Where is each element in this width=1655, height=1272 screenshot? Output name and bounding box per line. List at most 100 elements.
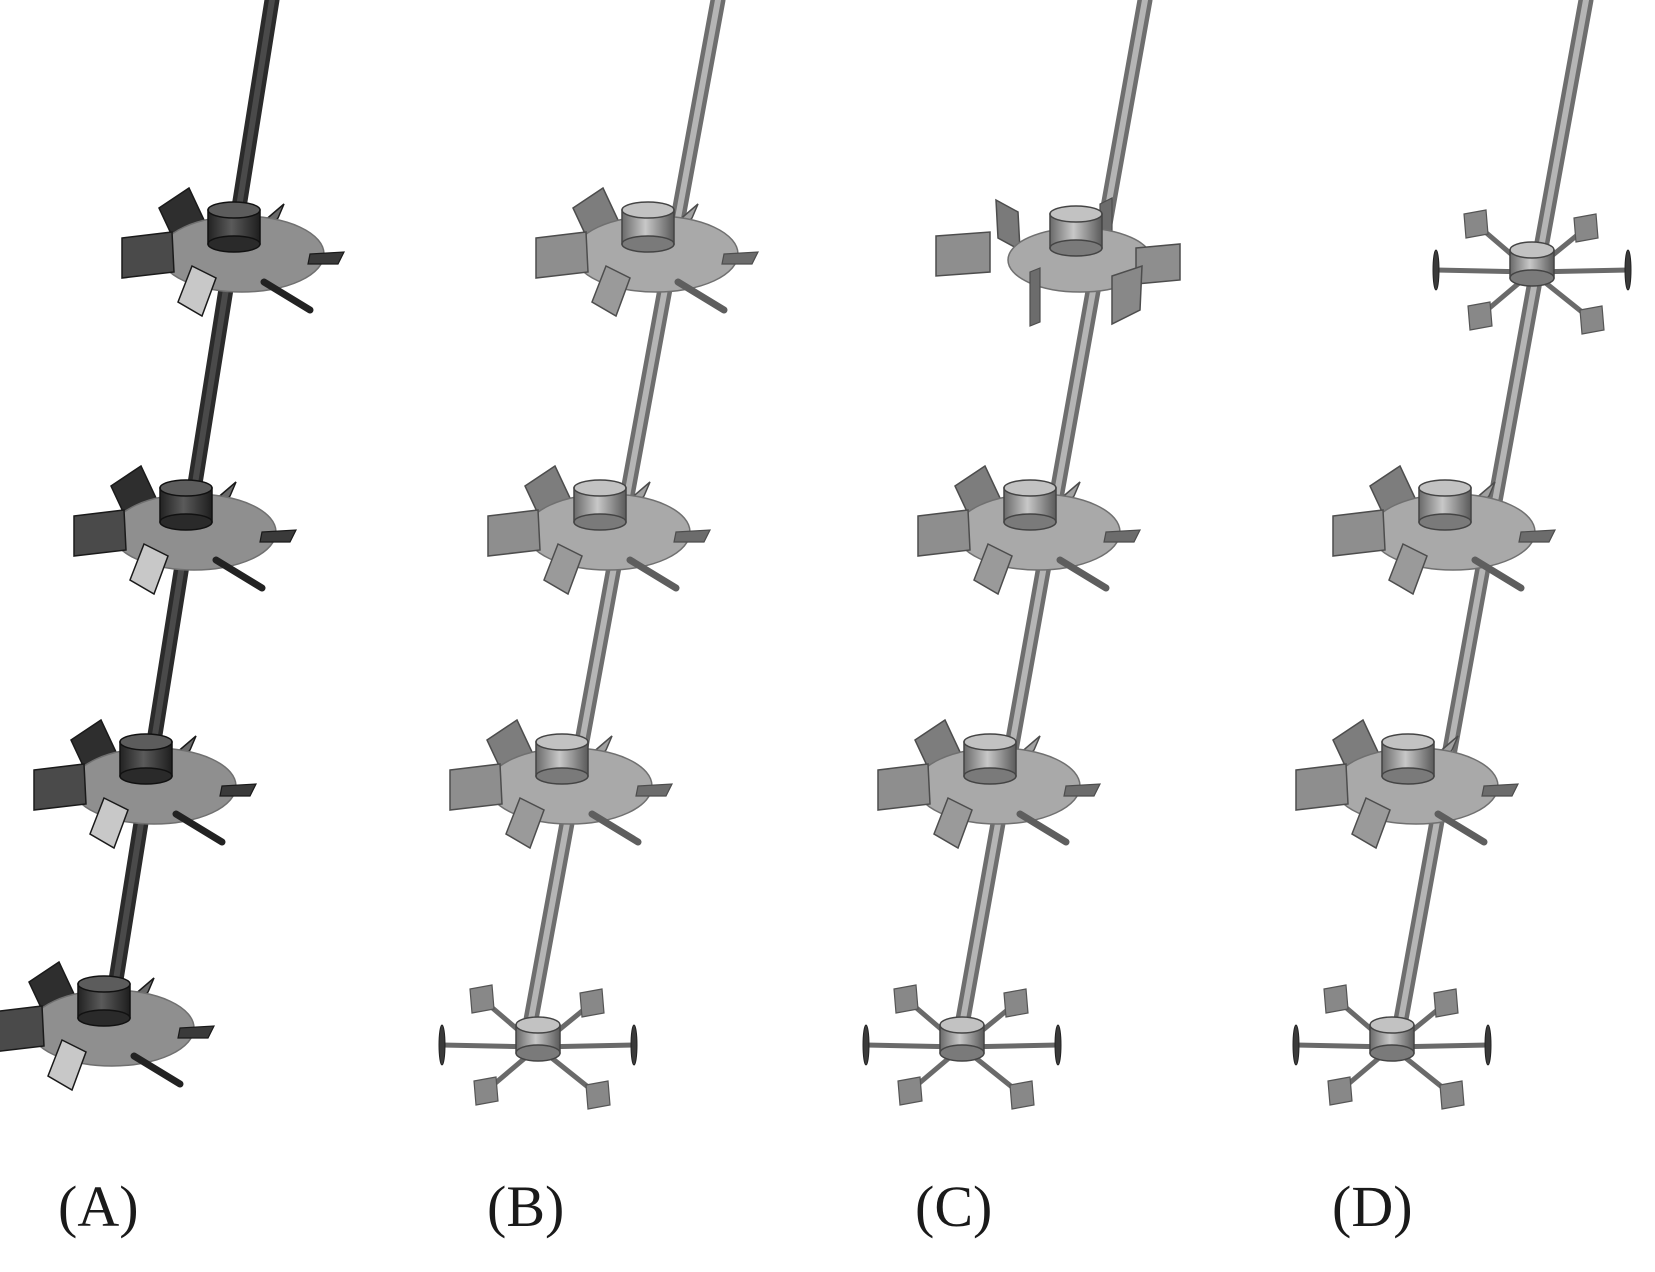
hub-bottom	[621, 235, 675, 253]
paddle	[473, 1076, 499, 1106]
blade	[212, 556, 266, 592]
pitched-blade-impeller	[917, 464, 1142, 596]
hub-bottom	[77, 1009, 131, 1027]
hub-bottom	[159, 513, 213, 531]
blade	[219, 783, 258, 797]
arm-end-cap	[1054, 1024, 1062, 1066]
arm-end-cap	[1432, 249, 1440, 291]
arm-end-cap	[630, 1024, 638, 1066]
blade	[1471, 556, 1525, 592]
blade	[130, 1052, 184, 1088]
blade	[121, 231, 175, 279]
panel-label-b: (B)	[487, 1174, 565, 1239]
hub-bottom	[939, 1044, 985, 1062]
blade	[674, 278, 728, 314]
blade	[1063, 783, 1102, 797]
blade	[626, 556, 680, 592]
hub-top	[1381, 733, 1435, 751]
pitched-blade-impeller	[73, 464, 298, 596]
blade	[47, 1038, 87, 1092]
arm-end-cap	[862, 1024, 870, 1066]
hub-bottom	[1369, 1044, 1415, 1062]
blade	[1056, 556, 1110, 592]
blade	[449, 763, 503, 811]
blade	[588, 810, 642, 846]
panel-label-d: (D)	[1332, 1174, 1413, 1239]
hub-bottom	[1509, 269, 1555, 287]
blade	[935, 231, 991, 277]
blade	[307, 251, 346, 265]
paddle	[1003, 988, 1029, 1018]
paddle	[893, 984, 919, 1014]
blade	[1434, 810, 1488, 846]
paddle	[1467, 301, 1493, 331]
hub-top	[963, 733, 1017, 751]
hub-bottom	[1418, 513, 1472, 531]
blade	[591, 264, 631, 318]
blade	[1029, 267, 1041, 327]
paddle	[579, 988, 605, 1018]
hub-top	[1418, 479, 1472, 497]
paddle	[1433, 988, 1459, 1018]
blade	[1016, 810, 1070, 846]
pitched-blade-impeller	[487, 464, 712, 596]
blade	[1135, 243, 1181, 285]
panel-d	[1292, 0, 1632, 1110]
hub-top	[939, 1016, 985, 1034]
paddle	[585, 1080, 611, 1110]
hub-top	[535, 733, 589, 751]
blade	[89, 796, 129, 850]
hub-bottom	[573, 513, 627, 531]
blade	[1103, 529, 1142, 543]
blade	[1351, 796, 1391, 850]
arm-end-cap	[438, 1024, 446, 1066]
blade	[973, 542, 1013, 596]
hub-bottom	[119, 767, 173, 785]
blade	[543, 542, 583, 596]
hub-top	[77, 975, 131, 993]
blade	[73, 509, 127, 557]
paddle	[1439, 1080, 1465, 1110]
arm-end-cap	[1292, 1024, 1300, 1066]
blade	[177, 264, 217, 318]
hub-bottom	[1049, 239, 1103, 257]
blade	[505, 796, 545, 850]
blade	[721, 251, 760, 265]
blade	[33, 763, 87, 811]
radial-arm-impeller	[1432, 209, 1632, 335]
hub-bottom	[207, 235, 261, 253]
blade	[129, 542, 169, 596]
panel-label-c: (C)	[915, 1174, 993, 1239]
hub-bottom	[1003, 513, 1057, 531]
hub-top	[621, 201, 675, 219]
blade	[1295, 763, 1349, 811]
pitched-blade-impeller	[0, 960, 216, 1092]
blade	[635, 783, 674, 797]
paddle	[469, 984, 495, 1014]
blade	[259, 529, 298, 543]
paddle	[1579, 305, 1605, 335]
paddle	[1463, 209, 1489, 239]
hub-top	[1003, 479, 1057, 497]
panel-label-a: (A)	[58, 1174, 139, 1239]
radial-arm-impeller	[862, 984, 1062, 1110]
hub-top	[207, 201, 261, 219]
hub-bottom	[963, 767, 1017, 785]
pitched-blade-impeller	[449, 718, 674, 850]
blade	[260, 278, 314, 314]
arm-end-cap	[1624, 249, 1632, 291]
blade	[933, 796, 973, 850]
panel-a	[0, 0, 346, 1092]
pitched-blade-impeller	[1295, 718, 1520, 850]
panel-c	[862, 0, 1181, 1110]
blade	[1111, 264, 1143, 326]
pitched-blade-impeller	[121, 186, 346, 318]
blade	[917, 509, 971, 557]
blade	[1332, 509, 1386, 557]
hub-bottom	[515, 1044, 561, 1062]
blade	[172, 810, 226, 846]
blade	[1518, 529, 1557, 543]
radial-arm-impeller	[1292, 984, 1492, 1110]
hub-top	[515, 1016, 561, 1034]
